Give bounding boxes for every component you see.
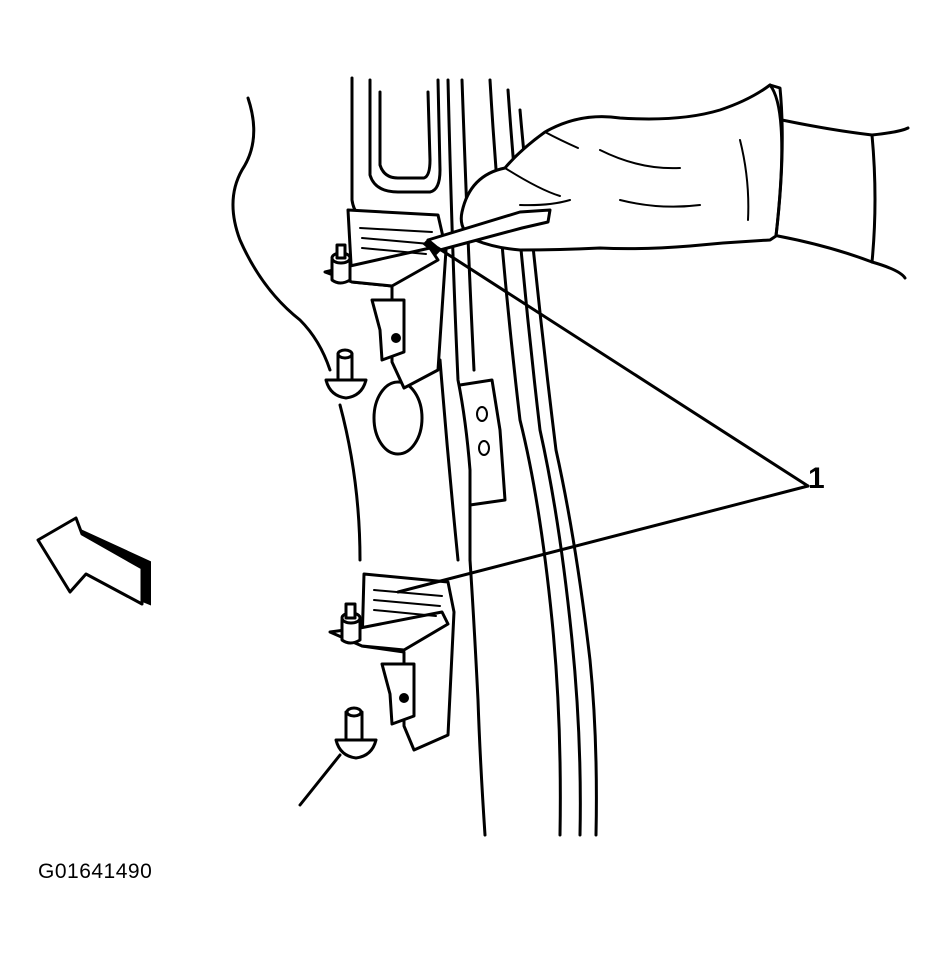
figure-id: G01641490	[38, 860, 153, 883]
gloved-hand-icon	[422, 83, 910, 280]
door-edge-line	[231, 96, 332, 372]
upper-hinge-icon	[323, 208, 448, 400]
lower-hinge-icon	[328, 572, 456, 760]
direction-arrow-icon	[36, 516, 151, 606]
callout-leader-lower	[396, 484, 810, 594]
lower-leader-line	[298, 753, 342, 807]
callout-label-1: 1	[808, 462, 825, 495]
callout-leader-upper	[436, 246, 810, 488]
